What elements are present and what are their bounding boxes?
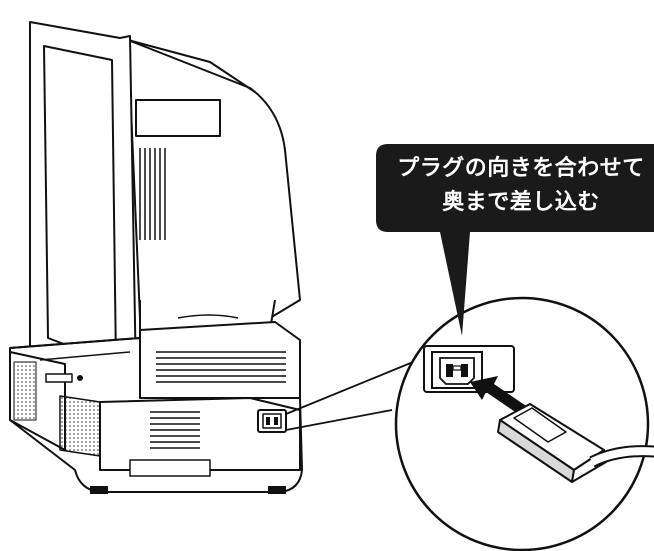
base-unit	[9, 321, 303, 494]
callout-line-2: 奥まで差し込む	[442, 190, 600, 215]
callout-text: プラグの向きを合わせて 奥まで差し込む	[376, 152, 654, 220]
callout-line-1: プラグの向きを合わせて	[397, 156, 645, 181]
callout-bubble	[376, 144, 654, 336]
power-inlet-icon	[423, 345, 515, 393]
power-plug-icon	[497, 403, 654, 483]
speaker-grille-left	[13, 361, 37, 421]
insert-arrow-icon	[470, 376, 532, 418]
zoom-circle	[394, 296, 654, 551]
rear-vent	[139, 148, 166, 240]
power-inlet-small	[257, 409, 287, 433]
speaker-grille-front	[59, 395, 101, 457]
zoom-lines	[285, 359, 419, 431]
monitor-icon	[29, 21, 301, 390]
